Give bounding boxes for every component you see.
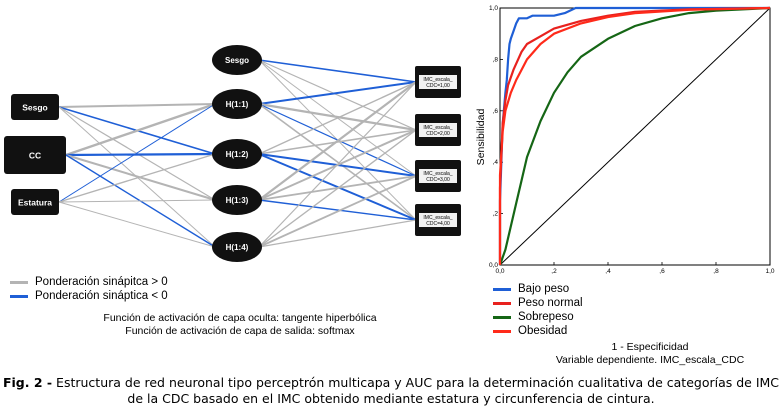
roc-legend-item: Peso normal: [493, 297, 583, 309]
hidden-node: [212, 232, 262, 262]
hidden-activation-note: Función de activación de capa oculta: ta…: [103, 312, 377, 324]
hidden-node: [212, 45, 262, 75]
hidden-node: [212, 139, 262, 169]
legend-swatch: [493, 301, 511, 305]
output-node-panel: [419, 213, 457, 227]
connection-line: [258, 175, 417, 248]
y-tick-label: ,2: [493, 211, 499, 218]
roc-curve-obesidad: [498, 6, 771, 265]
legend-label: Obesidad: [518, 325, 568, 337]
legend-swatch: [493, 329, 511, 333]
output-node-label: IMC_escala_: [423, 125, 452, 131]
figure-caption-text: Estructura de red neuronal tipo perceptr…: [56, 375, 780, 406]
output-node-label: IMC_escala_: [423, 215, 452, 221]
connection-line: [58, 103, 216, 108]
connection-line: [258, 219, 417, 248]
input-node-label: Estatura: [18, 198, 52, 208]
x-tick-label: ,8: [713, 268, 719, 275]
y-tick-label: 0,0: [489, 262, 498, 269]
hidden-node: [212, 185, 262, 215]
legend-label: Ponderación sinápitca > 0: [35, 276, 168, 288]
output-node-label: CDC=4,00: [426, 221, 450, 227]
y-tick-label: 1,0: [489, 5, 498, 12]
connection-line: [258, 81, 417, 155]
positive-weight-swatch: [10, 280, 28, 284]
roc-curve-sobrepeso: [498, 6, 771, 266]
x-tick-label: 0,0: [495, 268, 504, 275]
legend-label: Bajo peso: [518, 283, 570, 295]
reference-diagonal: [499, 7, 771, 266]
legend-label: Peso normal: [518, 297, 583, 309]
input-node-estatura: [11, 189, 59, 215]
output-node-label: CDC=3,00: [426, 177, 450, 183]
y-tick-label: ,4: [493, 159, 499, 166]
x-tick-label: ,6: [659, 268, 665, 275]
connection-line: [258, 103, 417, 221]
connection-line: [58, 199, 216, 203]
legend-label: Sobrepeso: [518, 311, 574, 323]
connection-line: [258, 59, 417, 83]
dependent-variable-note: Variable dependiente. IMC_escala_CDC: [555, 354, 745, 366]
output-node-panel: [419, 75, 457, 89]
legend-item-positive-weight: Ponderación sinápitca > 0: [10, 276, 168, 288]
neural-network-diagram: SesgoCCEstaturaSesgoH(1:1)H(1:2)H(1:3)H(…: [4, 45, 461, 262]
connection-line: [258, 199, 417, 221]
negative-weight-swatch: [10, 294, 28, 298]
legend-swatch: [493, 287, 511, 291]
connection-line: [258, 81, 417, 105]
hidden-node-label: H(1:3): [226, 196, 249, 205]
input-node-label: Sesgo: [22, 103, 48, 113]
figure-label: Fig. 2 -: [2, 375, 53, 390]
figure-caption: Fig. 2 - Estructura de red neuronal tipo…: [0, 375, 782, 407]
legend-label: Ponderación sináptica < 0: [35, 290, 168, 302]
connection-line: [58, 201, 216, 248]
x-tick-label: ,2: [551, 268, 557, 275]
output-node-label: CDC=1,00: [426, 83, 450, 89]
hidden-node-label: H(1:2): [226, 150, 249, 159]
connection-line: [258, 59, 417, 131]
output-node-panel: [419, 123, 457, 137]
output-node-label: IMC_escala_: [423, 171, 452, 177]
roc-legend-item: Obesidad: [493, 325, 567, 337]
hidden-node: [212, 89, 262, 119]
y-tick-label: ,6: [493, 108, 499, 115]
output-node-label: IMC_escala_: [423, 77, 452, 83]
output-activation-note: Función de activación de capa de salida:…: [125, 325, 355, 337]
input-node-sesgo: [11, 94, 59, 120]
network-connections: [58, 59, 417, 248]
hidden-node-label: H(1:4): [226, 243, 249, 252]
output-node-panel: [419, 169, 457, 183]
x-tick-label: 1,0: [765, 268, 774, 275]
connection-line: [58, 103, 216, 203]
connection-line: [258, 102, 417, 132]
x-tick-label: ,4: [605, 268, 611, 275]
x-axis-label: 1 - Especificidad: [611, 341, 689, 353]
connection-line: [258, 153, 417, 221]
roc-chart: 0,0 ,2 ,4 ,6 ,8 1,0 0,0 ,2 ,4 ,6 ,8 1,0 Sensibilida…: [475, 5, 775, 275]
connection-line: [58, 153, 216, 203]
input-node-label: CC: [29, 151, 41, 161]
connection-line: [258, 81, 417, 201]
legend-item-negative-weight: Ponderación sináptica < 0: [10, 290, 168, 302]
output-node-label: CDC=2,00: [426, 131, 450, 137]
connection-line: [258, 81, 417, 248]
connection-line: [65, 152, 216, 157]
connection-line: [65, 102, 216, 157]
roc-legend-item: Sobrepeso: [493, 311, 574, 323]
network-nodes: SesgoCCEstaturaSesgoH(1:1)H(1:2)H(1:3)H(…: [4, 45, 461, 262]
legend-swatch: [493, 315, 511, 319]
hidden-node-label: Sesgo: [225, 56, 249, 65]
y-tick-label: ,8: [493, 56, 499, 63]
roc-curve-peso-normal: [498, 6, 771, 265]
y-axis-label: Sensibilidad: [475, 109, 487, 166]
input-node-cc: [4, 136, 66, 174]
roc-curves: [498, 6, 771, 266]
hidden-node-label: H(1:1): [226, 100, 249, 109]
connection-line: [258, 129, 417, 248]
roc-legend-item: Bajo peso: [493, 283, 569, 295]
